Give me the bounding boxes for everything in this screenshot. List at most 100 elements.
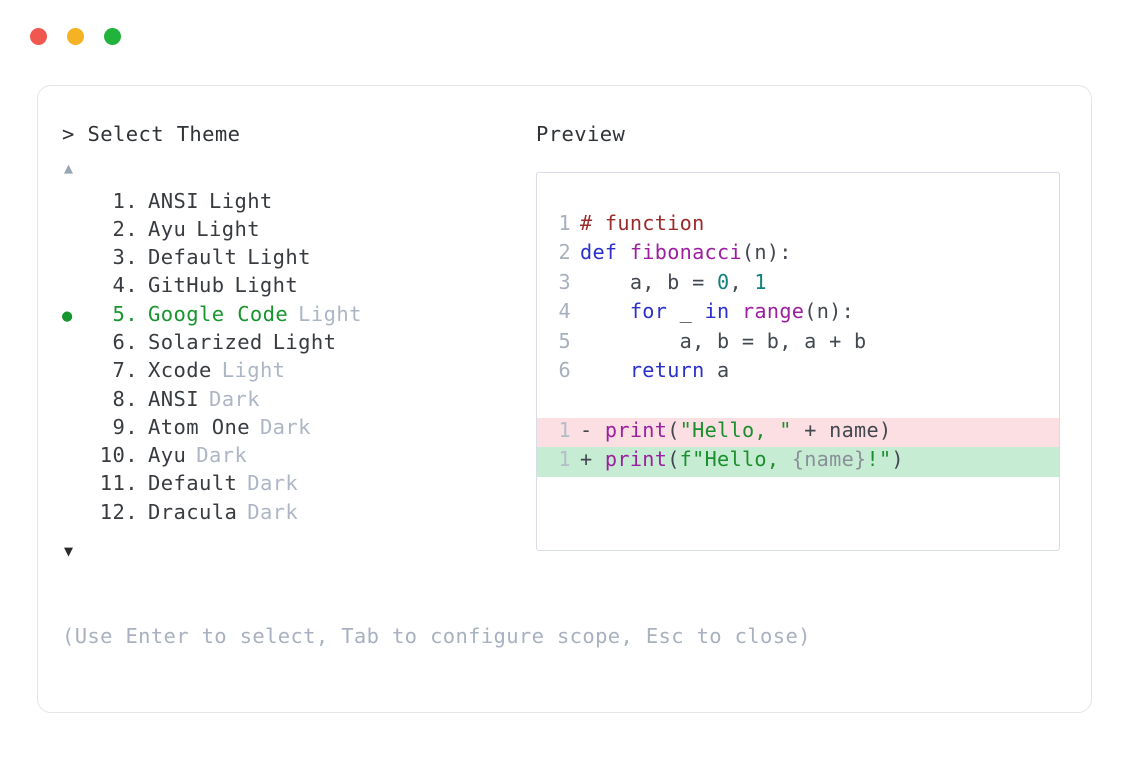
theme-option-variant: Dark <box>208 386 260 411</box>
selected-bullet-icon: ● <box>62 193 90 213</box>
theme-option-variant: Dark <box>196 443 248 468</box>
close-dot[interactable] <box>30 27 47 45</box>
code-token-number: 1 <box>754 269 767 294</box>
selected-bullet-icon: ● <box>62 249 90 269</box>
theme-option-index: 8. <box>112 386 138 411</box>
theme-option-6[interactable]: ● 7. Xcode Light <box>62 358 532 386</box>
diff-line-number: 1 <box>558 447 571 472</box>
selected-bullet-icon: ● <box>62 475 90 495</box>
line-number: 3 <box>558 269 571 294</box>
selected-bullet-icon: ● <box>62 362 90 382</box>
theme-option-variant: Light <box>234 273 299 298</box>
code-token-func: print <box>604 447 668 472</box>
prompt-title-text: Select Theme <box>87 122 241 146</box>
line-source: # function <box>580 211 1059 235</box>
code-token-brace: {name} <box>791 447 867 472</box>
prompt-caret-icon: > <box>62 122 75 146</box>
keyboard-hint: (Use Enter to select, Tab to configure s… <box>62 624 811 648</box>
diff-line-added: 1 + print(f"Hello, {name}!") <box>537 447 1059 477</box>
theme-option-name: ANSI <box>148 386 199 411</box>
theme-option-index: 1. <box>112 188 138 213</box>
scroll-down-icon[interactable]: ▼ <box>64 542 74 561</box>
theme-option-name: Default <box>148 471 238 496</box>
code-token-plain: a, b = b, a + b <box>580 328 867 353</box>
code-token-plain: a, b = <box>580 269 717 294</box>
selected-bullet-icon: ● <box>62 504 90 524</box>
code-token-func: print <box>604 417 668 442</box>
selected-bullet-icon: ● <box>62 305 73 326</box>
theme-option-name: Atom One <box>148 414 250 439</box>
minimize-dot[interactable] <box>67 27 84 45</box>
line-source: for _ in range(n): <box>580 299 1059 323</box>
code-line-6: 6 return a <box>537 358 1059 388</box>
theme-option-0[interactable]: ● 1. ANSI Light <box>62 189 532 217</box>
code-token-string: !" <box>866 447 892 472</box>
scroll-up-icon[interactable]: ▲ <box>64 158 74 177</box>
code-token-plain <box>580 358 630 382</box>
selected-bullet-icon: ● <box>62 334 90 354</box>
line-source: a, b = 0, 1 <box>580 270 1059 294</box>
line-number: 1 <box>558 210 571 235</box>
line-number: 6 <box>558 358 571 383</box>
code-token-keyword: in <box>704 299 730 324</box>
theme-option-variant: Light <box>221 358 286 383</box>
theme-option-name: Xcode <box>148 358 212 383</box>
code-token-plain: a <box>704 358 730 383</box>
prompt-header: > Select Theme <box>62 124 532 145</box>
code-token-keyword: for <box>629 299 668 324</box>
theme-option-variant: Light <box>196 216 260 241</box>
theme-option-index: 5. <box>112 301 138 326</box>
diff-block: 1- print("Hello, " + name)1 + print(f"Hel… <box>537 417 1059 477</box>
code-token-plain <box>580 299 630 323</box>
theme-option-5[interactable]: ● 6. Solarized Light <box>62 330 532 358</box>
theme-option-name: GitHub <box>148 273 225 298</box>
code-line-1: 1 # function <box>537 211 1059 241</box>
code-line-4: 4 for _ in range(n): <box>537 299 1059 329</box>
theme-options-list: ●1.ANSILight●2.AyuLight●3.DefaultLight●4… <box>62 189 532 529</box>
theme-option-index: 9. <box>112 414 138 439</box>
line-number: 5 <box>558 328 571 353</box>
theme-option-name: Solarized <box>148 329 263 354</box>
preview-label: Preview <box>536 122 626 146</box>
code-line-5: 5 a, b = b, a + b <box>537 329 1059 359</box>
code-token-string: "Hello, " <box>679 417 792 442</box>
theme-list-panel: > Select Theme ▲ ●1.ANSILight●2.AyuLight… <box>62 124 532 562</box>
code-token-keyword: def <box>580 240 630 265</box>
diff-line-removed: 1- print("Hello, " + name) <box>537 417 1059 448</box>
code-token-plain <box>730 299 742 323</box>
theme-option-7[interactable]: ● 8. ANSI Dark <box>62 387 532 415</box>
code-spacer <box>537 388 1059 418</box>
theme-option-variant: Dark <box>259 414 311 439</box>
selected-bullet-icon: ● <box>62 391 90 411</box>
code-token-plain: ) <box>891 447 904 472</box>
code-token-plain: ( <box>667 417 680 442</box>
theme-option-name: Ayu <box>148 443 187 468</box>
theme-option-variant: Light <box>247 245 311 270</box>
theme-option-name: ANSI <box>148 188 199 213</box>
diff-line-source: + print(f"Hello, {name}!") <box>580 447 1059 471</box>
theme-option-index: 6. <box>112 329 138 354</box>
theme-option-index: 7. <box>112 358 138 383</box>
diff-line-number: 1 <box>558 417 571 442</box>
theme-selector-card: > Select Theme ▲ ●1.ANSILight●2.AyuLight… <box>37 85 1092 713</box>
line-source: a, b = b, a + b <box>580 329 1059 353</box>
diff-marker: + <box>580 447 605 472</box>
theme-option-variant: Light <box>208 188 273 213</box>
page-title <box>75 122 88 146</box>
diff-marker: - <box>580 417 605 442</box>
maximize-dot[interactable] <box>104 27 121 45</box>
theme-option-name: Dracula <box>148 499 238 524</box>
code-token-plain: , <box>729 269 755 294</box>
theme-option-variant: Light <box>272 329 337 354</box>
